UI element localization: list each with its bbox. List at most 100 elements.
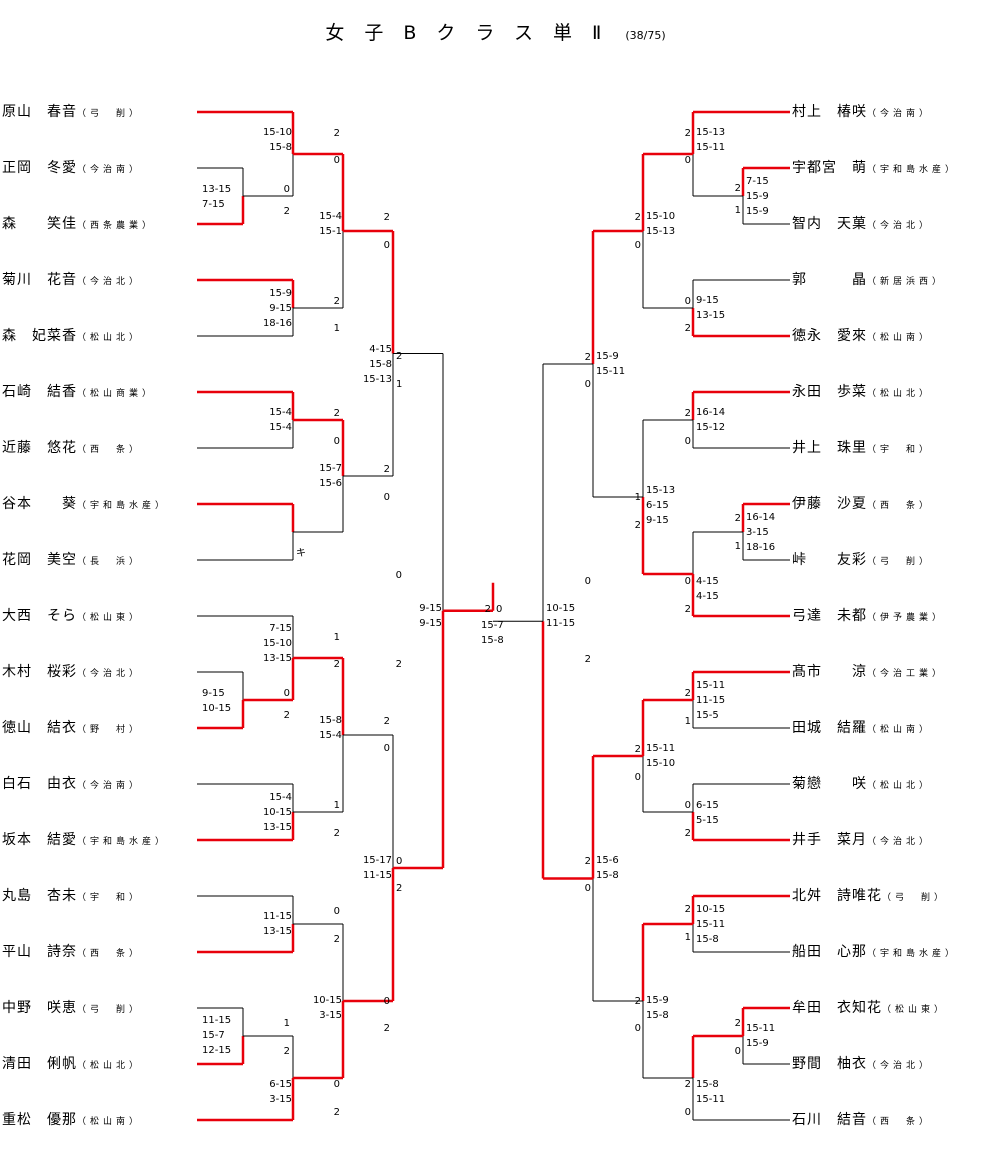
game-count: 2 <box>734 513 741 524</box>
right-player: 田城 結羅（松山南） <box>792 719 932 737</box>
match-scores: 15-13 15-11 <box>696 127 726 153</box>
player-school: （新居浜西） <box>867 277 946 287</box>
game-count: 0 <box>684 800 691 811</box>
player-name: 石川 結音 <box>792 1112 867 1128</box>
match-scores: 7-15 15-9 15-9 <box>746 176 769 217</box>
player-school: （今治北） <box>77 277 143 287</box>
game-count: 2 <box>396 883 403 894</box>
right-player: 徳永 愛來（松山南） <box>792 327 932 345</box>
game-count: 0 <box>734 1046 741 1057</box>
match-scores: 15-7 15-6 <box>319 463 342 489</box>
left-player: 清田 俐帆（松山北） <box>2 1055 142 1073</box>
game-count: 2 <box>684 128 691 139</box>
game-count: 0 <box>383 743 390 754</box>
player-name: 石崎 結香 <box>2 384 77 400</box>
player-school: （伊予農業） <box>867 613 946 623</box>
player-name: 伊藤 沙夏 <box>792 496 867 512</box>
title-count: (38/75) <box>625 29 666 42</box>
player-name: 原山 春音 <box>2 104 77 120</box>
page-title: 女子Bクラス単Ⅱ(38/75) <box>0 18 991 45</box>
game-count: 2 <box>584 856 591 867</box>
player-name: 中野 咲恵 <box>2 1000 77 1016</box>
match-scores: 15-10 15-8 <box>262 127 292 153</box>
game-count: 0 <box>584 883 591 894</box>
player-school: （弓 削） <box>882 893 948 903</box>
player-name: 森 妃菜香 <box>2 328 77 344</box>
left-player: 森 笑佳（西条農業） <box>2 215 155 233</box>
match-scores: 15-9 15-11 <box>596 351 626 377</box>
game-count: 2 <box>383 716 390 727</box>
game-count: 2 <box>395 659 402 670</box>
match-scores: 15-17 11-15 <box>362 855 392 881</box>
left-player: 重松 優那（松山南） <box>2 1111 142 1129</box>
player-name: 井上 珠里 <box>792 440 867 456</box>
game-count: 0 <box>684 155 691 166</box>
match-scores: 9-15 9-15 <box>419 603 442 629</box>
player-name: 菊戀 咲 <box>792 776 867 792</box>
right-player: 永田 歩菜（松山北） <box>792 383 932 401</box>
game-count: 0 <box>395 570 402 581</box>
left-player: 平山 詩奈（西 条） <box>2 943 142 961</box>
final-game-count-right: 0 <box>496 604 503 615</box>
match-scores: 15-11 15-10 <box>646 743 676 769</box>
player-name: 平山 詩奈 <box>2 944 77 960</box>
left-player: 木村 桜彩（今治北） <box>2 663 142 681</box>
player-name: 永田 歩菜 <box>792 384 867 400</box>
left-player: 坂本 結愛（宇和島水産） <box>2 831 168 849</box>
player-name: 郭 晶 <box>792 272 867 288</box>
right-player: 北舛 詩唯花（弓 削） <box>792 887 947 905</box>
game-count: 0 <box>634 772 641 783</box>
game-count: 1 <box>734 205 741 216</box>
player-school: （松山東） <box>77 613 143 623</box>
player-name: 正岡 冬愛 <box>2 160 77 176</box>
game-count: 1 <box>396 379 403 390</box>
player-name: 丸島 杏未 <box>2 888 77 904</box>
player-school: （西条農業） <box>77 221 156 231</box>
match-scores: 15-6 15-8 <box>596 855 619 881</box>
player-name: 徳永 愛來 <box>792 328 867 344</box>
player-school: （弓 削） <box>77 109 143 119</box>
player-name: 近藤 悠花 <box>2 440 77 456</box>
match-scores: 6-15 3-15 <box>269 1079 292 1105</box>
match-scores: 15-4 10-15 13-15 <box>262 792 292 833</box>
match-scores: 9-15 13-15 <box>696 295 726 321</box>
player-name: 船田 心那 <box>792 944 867 960</box>
player-school: （宇 和） <box>77 893 143 903</box>
left-player: 徳山 結衣（野 村） <box>2 719 142 737</box>
left-player: 森 妃菜香（松山北） <box>2 327 142 345</box>
player-name: 弓達 未都 <box>792 608 867 624</box>
walkover-mark: キ <box>296 548 306 559</box>
player-school: （今治北） <box>867 221 933 231</box>
player-school: （今治工業） <box>867 669 946 679</box>
left-player: 菊川 花音（今治北） <box>2 271 142 289</box>
game-count: 2 <box>383 212 390 223</box>
player-school: （弓 削） <box>867 557 933 567</box>
match-scores: 4-15 4-15 <box>696 576 719 602</box>
game-count: 2 <box>684 904 691 915</box>
right-player: 弓達 未都（伊予農業） <box>792 607 945 625</box>
game-count: 0 <box>333 155 340 166</box>
game-count: 2 <box>634 744 641 755</box>
final-scores: 15-7 15-8 <box>481 620 504 646</box>
player-name: 清田 俐帆 <box>2 1056 77 1072</box>
player-name: 谷本 葵 <box>2 496 77 512</box>
player-school: （松山南） <box>867 725 933 735</box>
player-school: （松山東） <box>882 1005 948 1015</box>
game-count: 0 <box>383 240 390 251</box>
right-player: 野間 柚衣（今治北） <box>792 1055 932 1073</box>
match-scores: 10-15 11-15 <box>546 603 576 629</box>
player-school: （今治北） <box>77 669 143 679</box>
game-count: 2 <box>333 828 340 839</box>
left-player: 中野 咲恵（弓 削） <box>2 999 142 1017</box>
match-scores: 11-15 13-15 <box>262 911 292 937</box>
player-name: 牟田 衣知花 <box>792 1000 882 1016</box>
player-school: （今治北） <box>867 1061 933 1071</box>
game-count: 2 <box>684 323 691 334</box>
game-count: 2 <box>634 520 641 531</box>
player-name: 花岡 美空 <box>2 552 77 568</box>
player-school: （今治南） <box>77 781 143 791</box>
match-scores: 15-4 15-4 <box>269 407 292 433</box>
right-player: 峠 友彩（弓 削） <box>792 551 932 569</box>
match-scores: 11-15 15-7 12-15 <box>202 1015 232 1056</box>
game-count: 0 <box>333 1079 340 1090</box>
